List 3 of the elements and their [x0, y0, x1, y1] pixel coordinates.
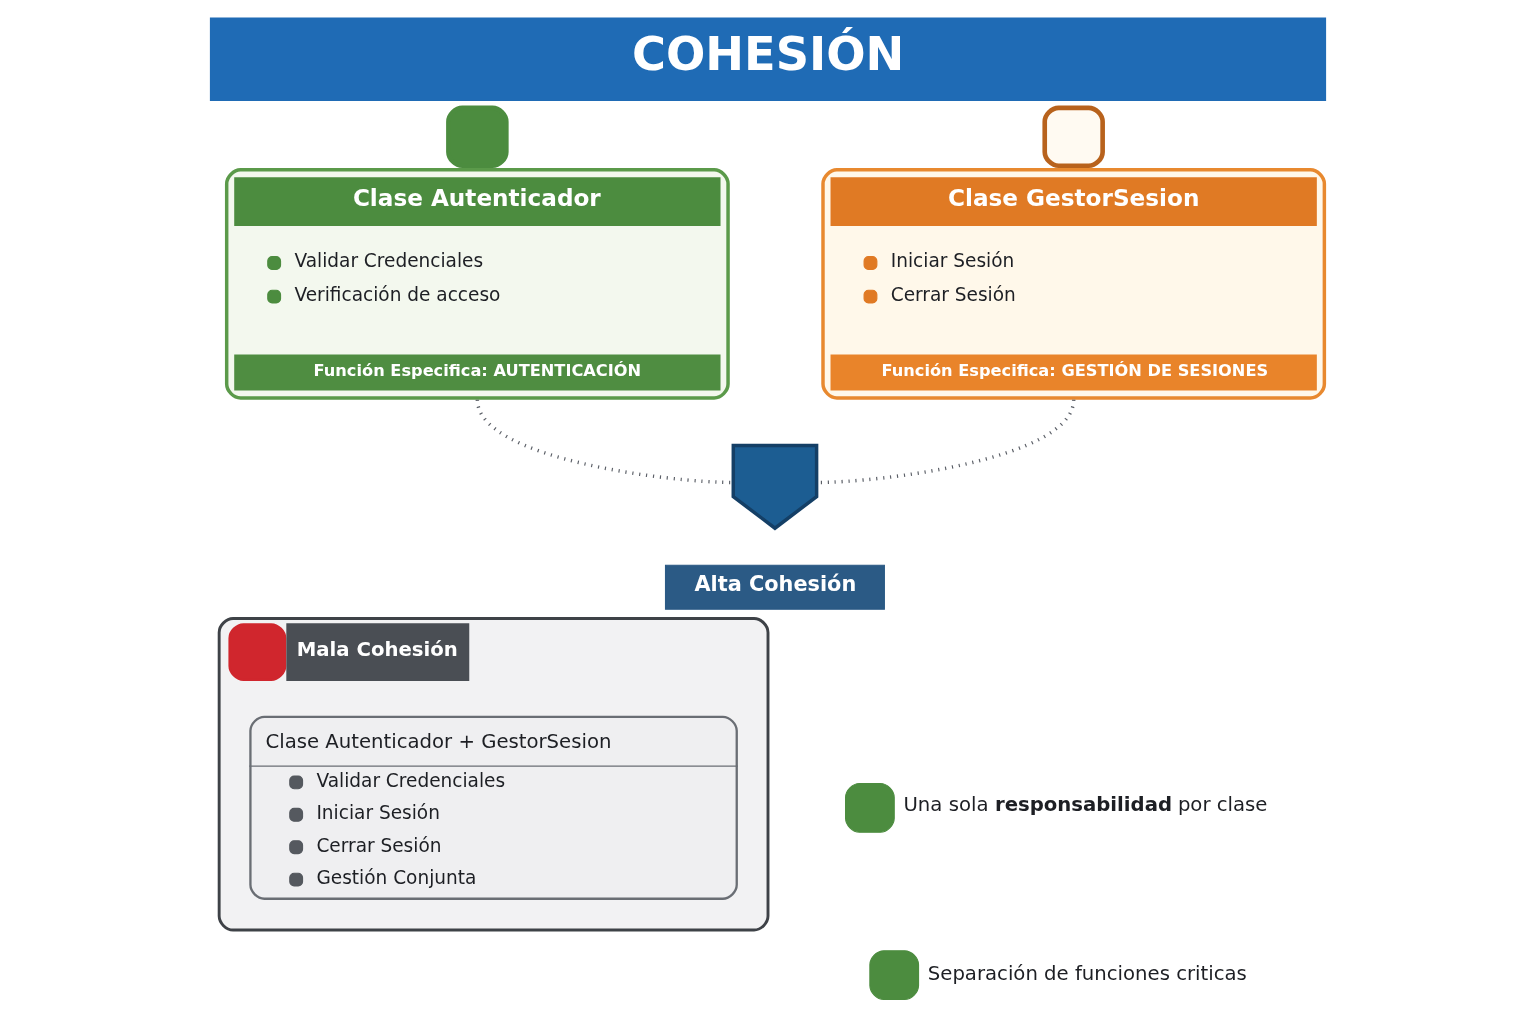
label: Una sola responsabilidad por clase [903, 793, 1268, 817]
label: Separación de funciones criticas [927, 961, 1247, 985]
diagram-title: COHESIÓN [631, 26, 905, 81]
